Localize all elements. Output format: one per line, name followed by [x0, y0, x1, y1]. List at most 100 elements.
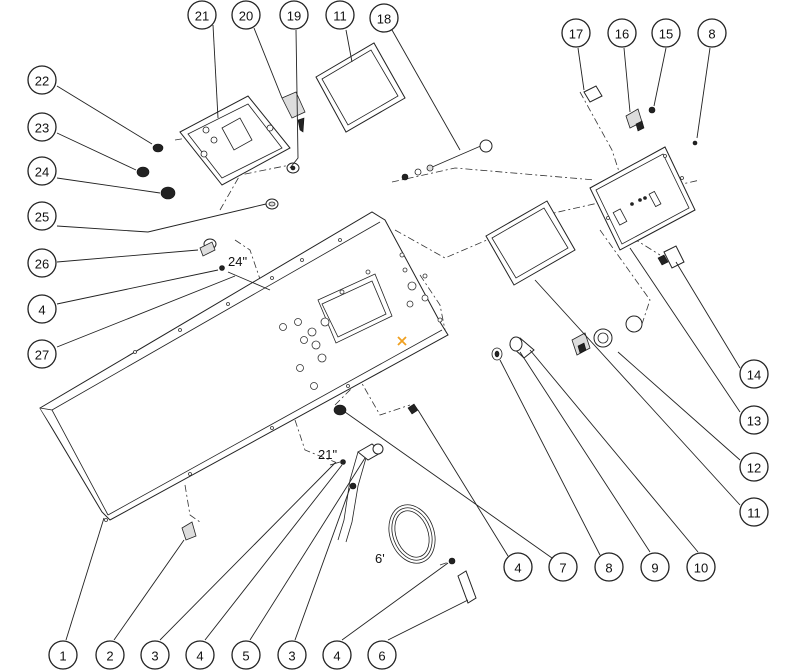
callout-label: 19: [287, 9, 301, 24]
callout-1-25: 1: [48, 640, 78, 670]
callout-circle: [279, 0, 309, 30]
callout-circle: [686, 552, 716, 582]
callout-circle: [561, 18, 591, 48]
center-marker: [397, 336, 407, 346]
callout-10-24: 10: [686, 552, 716, 582]
callout-label: 8: [605, 561, 612, 576]
callout-26-13: 26: [27, 248, 57, 278]
dimension-24in: 24": [228, 254, 247, 269]
callout-label: 8: [708, 27, 715, 42]
callout-label: 24: [35, 165, 49, 180]
callout-circle: [185, 640, 215, 670]
callout-label: 5: [242, 649, 249, 664]
callout-label: 22: [35, 74, 49, 89]
callout-label: 4: [514, 561, 521, 576]
callout-circle: [651, 18, 681, 48]
callout-4-28: 4: [185, 640, 215, 670]
dimension-21in: 21": [318, 447, 337, 462]
bottom-parts: [181, 403, 477, 604]
panel-holes: [104, 238, 443, 522]
callout-label: 13: [747, 414, 761, 429]
callout-label: 21: [195, 9, 209, 24]
callout-2-26: 2: [95, 640, 125, 670]
callout-label: 16: [615, 27, 629, 42]
callout-circle: [27, 201, 57, 231]
callout-circle: [607, 18, 637, 48]
hose-fitting: [491, 336, 535, 361]
callout-3-27: 3: [140, 640, 170, 670]
callout-label: 2: [106, 649, 113, 664]
callout-circle: [594, 552, 624, 582]
power-plug: [657, 245, 685, 269]
callout-21-0: 21: [187, 0, 217, 30]
callout-label: 20: [239, 9, 253, 24]
callout-circle: [739, 497, 769, 527]
callout-circle: [322, 640, 352, 670]
callout-label: 6: [378, 649, 385, 664]
callout-label: 14: [747, 368, 761, 383]
callout-label: 11: [747, 506, 761, 521]
callout-circle: [503, 552, 533, 582]
callout-circle: [27, 112, 57, 142]
callout-circle: [231, 640, 261, 670]
dimension-labels: 24" 21" 6': [227, 254, 385, 566]
callout-label: 12: [747, 461, 761, 476]
callout-4-14: 4: [27, 294, 57, 324]
callout-15-7: 15: [651, 18, 681, 48]
callout-label: 25: [35, 210, 49, 225]
callout-circle: [140, 640, 170, 670]
callout-circle: [367, 640, 397, 670]
callout-circle: [27, 248, 57, 278]
callout-4-31: 4: [322, 640, 352, 670]
callout-circle: [739, 452, 769, 482]
callout-circle: [231, 0, 261, 30]
callout-11-3: 11: [325, 0, 355, 30]
callout-circle: [739, 359, 769, 389]
left-fittings: [136, 143, 279, 271]
callout-19-2: 19: [279, 0, 309, 30]
callout-3-30: 3: [277, 640, 307, 670]
callout-7-21: 7: [548, 552, 578, 582]
display-window-upper: [315, 42, 406, 133]
callout-label: 1: [59, 649, 66, 664]
callout-circle: [739, 405, 769, 435]
rod-assembly: [401, 139, 493, 181]
callout-circle: [369, 3, 399, 33]
callout-label: 10: [694, 561, 708, 576]
callout-circle: [325, 0, 355, 30]
callout-9-23: 9: [640, 552, 670, 582]
callout-label: 4: [38, 303, 45, 318]
callout-circle: [277, 640, 307, 670]
callout-circle: [187, 0, 217, 30]
control-panel: [39, 211, 449, 522]
callout-12-18: 12: [739, 452, 769, 482]
callout-13-17: 13: [739, 405, 769, 435]
callout-8-8: 8: [697, 18, 727, 48]
callout-label: 27: [35, 348, 49, 363]
relay-assembly: [179, 91, 306, 186]
callout-circle: [27, 294, 57, 324]
callout-circle: [640, 552, 670, 582]
callout-6-32: 6: [367, 640, 397, 670]
callout-circle: [697, 18, 727, 48]
circuit-board: [589, 146, 696, 251]
callout-circle: [548, 552, 578, 582]
callout-22-9: 22: [27, 65, 57, 95]
callout-label: 7: [559, 561, 566, 576]
callout-17-5: 17: [561, 18, 591, 48]
dimension-6ft: 6': [375, 551, 385, 566]
callout-25-12: 25: [27, 201, 57, 231]
display-window-lower: [485, 200, 576, 286]
callout-label: 23: [35, 121, 49, 136]
meter-assembly: [571, 315, 643, 356]
callout-circle: [27, 339, 57, 369]
callout-20-1: 20: [231, 0, 261, 30]
callout-label: 26: [35, 257, 49, 272]
leader-lines: [56, 24, 741, 641]
callout-label: 4: [196, 649, 203, 664]
callout-label: 11: [333, 9, 347, 24]
callout-circle: [48, 640, 78, 670]
callout-14-16: 14: [739, 359, 769, 389]
callout-4-20: 4: [503, 552, 533, 582]
